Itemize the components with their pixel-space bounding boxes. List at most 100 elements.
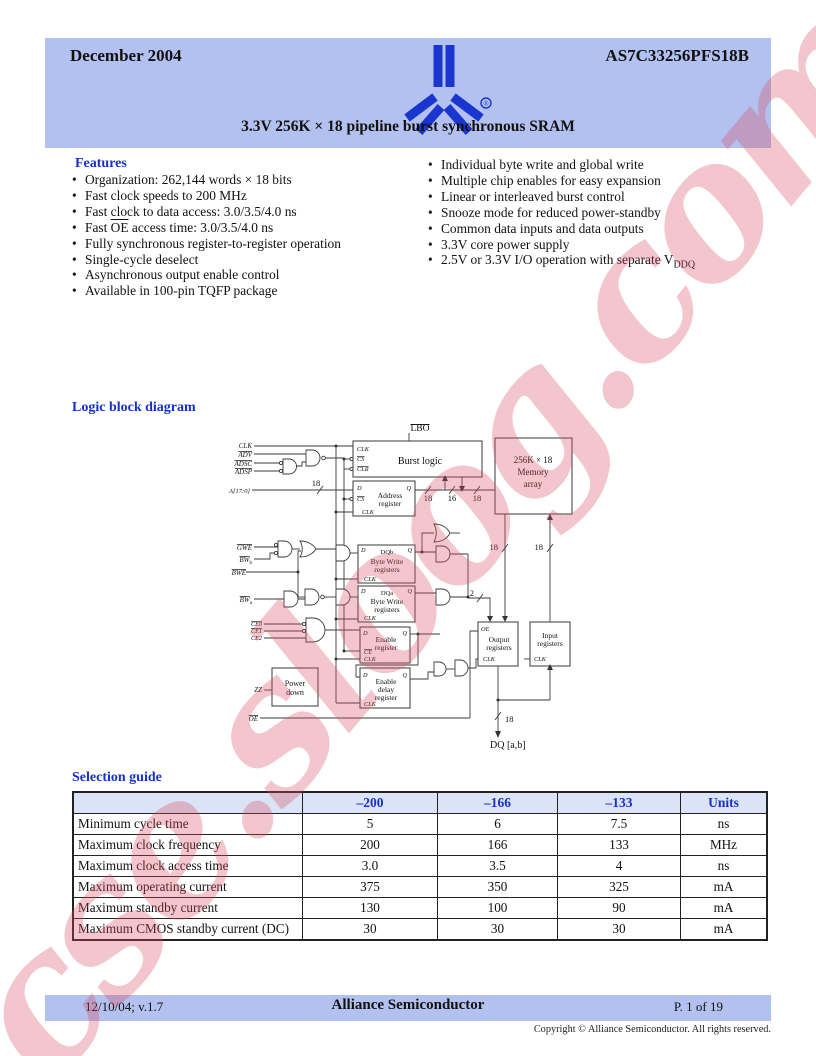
svg-text:down: down <box>286 688 304 697</box>
enable-delay-register-box <box>359 667 411 709</box>
svg-text:CLK: CLK <box>364 701 377 708</box>
feature-item: •Organization: 262,144 words × 18 bits <box>72 172 292 187</box>
svg-text:array: array <box>524 479 543 489</box>
svg-text:OE: OE <box>481 626 490 633</box>
and-gate <box>454 659 469 677</box>
arrow-up-icon <box>547 664 553 670</box>
features-left-column: •Organization: 262,144 words × 18 bits •… <box>72 172 341 299</box>
svg-text:CLK: CLK <box>534 656 547 663</box>
nand-gate <box>305 449 321 467</box>
ce0-label: CE0 <box>251 621 263 628</box>
copyright-notice: Copyright © Alliance Semiconductor. All … <box>533 1024 771 1035</box>
ce1-label: CE1 <box>251 628 262 635</box>
power-down-label: Power <box>285 679 306 688</box>
svg-text:18: 18 <box>424 493 433 503</box>
svg-text:CE: CE <box>364 649 372 656</box>
output-registers-box <box>477 621 519 667</box>
footer-page-number: P. 1 of 19 <box>673 999 723 1014</box>
and-gate <box>435 588 451 606</box>
arrow-down-icon <box>487 616 493 622</box>
feature-item: •Fast clock speeds to 200 MHz <box>72 187 247 203</box>
gwe-label: GWE <box>237 544 253 552</box>
svg-text:DQa: DQa <box>381 590 393 597</box>
feature-item: •Fast clock to data access: 3.0/3.5/4.0 … <box>72 203 297 219</box>
svg-text:D: D <box>362 672 368 679</box>
bwa-label: BWa <box>240 596 253 606</box>
features-heading: Features <box>75 156 127 171</box>
and-gate <box>277 540 293 558</box>
bwe-label: BWE <box>232 569 247 577</box>
bus-width-label: 18 <box>312 478 321 488</box>
table-row: Maximum operating current 375 350 325 mA <box>72 876 768 898</box>
feature-item: •Asynchronous output enable control <box>72 267 280 283</box>
address-register-box <box>352 480 416 517</box>
svg-text:D: D <box>360 547 366 554</box>
output-registers-label: Output <box>489 635 511 644</box>
feature-item: •Available in 100-pin TQFP package <box>72 283 278 299</box>
column-header <box>72 791 303 814</box>
feature-item: •Fully synchronous register-to-register … <box>72 235 341 251</box>
svg-text:register: register <box>379 499 402 508</box>
adsc-label: ADSC <box>234 460 253 468</box>
arrow-down-icon <box>495 731 501 738</box>
dq-label: DQ [a,b] <box>490 740 526 751</box>
enable-register-label: Enable <box>376 635 397 644</box>
svg-text:registers: registers <box>374 605 399 614</box>
input-registers-label: Input <box>542 631 559 640</box>
svg-text:Q: Q <box>407 588 412 595</box>
bwb-label: BWb <box>239 556 252 566</box>
svg-text:register: register <box>375 693 398 702</box>
alliance-logo-icon: ® <box>404 45 492 135</box>
svg-text:Q: Q <box>402 672 407 679</box>
svg-text:CS: CS <box>357 496 365 503</box>
svg-text:CLK: CLK <box>362 509 375 516</box>
lbo-label: LBO <box>411 424 430 434</box>
byte-write-label: Byte Write <box>371 597 404 606</box>
svg-text:registers: registers <box>537 639 562 648</box>
svg-text:CLK: CLK <box>364 615 377 622</box>
table-row: Maximum CMOS standby current (DC) 30 30 … <box>72 918 768 941</box>
byte-write-a-box <box>357 585 416 623</box>
column-header: –166 <box>437 791 558 814</box>
svg-text:18: 18 <box>473 493 482 503</box>
zz-label: ZZ <box>254 686 262 694</box>
svg-text:CLK: CLK <box>364 576 377 583</box>
power-down-box <box>271 667 319 707</box>
svg-text:D: D <box>360 588 366 595</box>
svg-text:18: 18 <box>535 542 544 552</box>
svg-text:CLK: CLK <box>483 656 496 663</box>
and-gate <box>335 588 351 606</box>
svg-text:Q: Q <box>407 547 412 554</box>
registered-mark: ® <box>483 100 489 108</box>
pin-label: CS <box>357 456 365 463</box>
footer-company: Alliance Semiconductor <box>331 997 485 1013</box>
table-header-row: –200 –166 –133 Units <box>72 791 768 814</box>
byte-write-b-box <box>357 544 416 584</box>
svg-text:Q: Q <box>402 630 407 637</box>
enable-register-box <box>359 626 411 664</box>
and-gate <box>433 661 447 677</box>
column-header: Units <box>680 791 768 814</box>
diagram-heading: Logic block diagram <box>72 400 196 415</box>
table-row: Maximum clock frequency 200 166 133 MHz <box>72 834 768 856</box>
address-bus-label: A[17:0] <box>228 488 250 495</box>
header-band: December 2004 AS7C33256PFS18B ® 3.3V 256… <box>45 38 771 148</box>
oe-label: OE <box>249 715 259 723</box>
ce2-label: CE2 <box>251 635 262 642</box>
byte-write-label: Byte Write <box>371 557 404 566</box>
svg-text:registers: registers <box>374 565 399 574</box>
arrow-up-icon <box>442 475 448 481</box>
selection-guide-heading: Selection guide <box>72 770 162 785</box>
and-gate <box>305 617 326 643</box>
and-gate <box>335 544 351 562</box>
input-registers-box <box>529 621 571 667</box>
or-gate <box>433 523 451 543</box>
svg-text:D: D <box>362 630 368 637</box>
feature-item: •Fast OE access time: 3.0/3.5/4.0 ns <box>72 219 274 235</box>
nand-gate <box>304 588 320 606</box>
column-header: –133 <box>557 791 681 814</box>
adv-label: ADV <box>237 451 252 459</box>
feature-item: •Individual byte write and global write <box>428 157 644 172</box>
or-gate <box>299 540 317 558</box>
